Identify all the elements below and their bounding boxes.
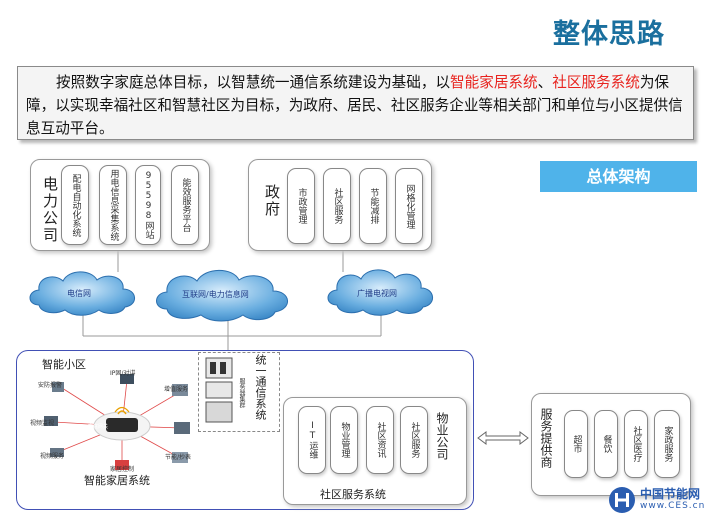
provider-item-label: 餐饮 [601, 435, 612, 453]
cloud-telecom [29, 271, 135, 316]
property-company-label: 物业公司 [435, 412, 449, 460]
community-service-box: IT运维 物业管理 社区资讯 社区服务 物业公司 社区服务系统 [283, 397, 467, 505]
architecture-badge: 总体架构 [540, 161, 697, 192]
community-item-label: IT运维 [307, 421, 318, 459]
page-title: 整体思路 [553, 19, 665, 50]
gov-item-label: 网格化管理 [404, 183, 415, 229]
service-provider-box: 服务提供商 超市 餐饮 社区医疗 家政服务 [531, 393, 691, 496]
gov-item-3: 网格化管理 [395, 168, 423, 244]
device-video-monitor: 视频监视 [30, 420, 55, 427]
device-security: 安防报警 [38, 382, 63, 389]
provider-item-label: 家政服务 [662, 426, 673, 462]
power-item-2: 95598网站 [135, 165, 161, 245]
watermark-url: www.CES.cn [640, 501, 706, 511]
smart-home-diagram [44, 374, 190, 470]
power-item-label: 能效服务平台 [180, 178, 191, 232]
gov-item-2: 节能减排 [359, 168, 387, 244]
power-item-label: 配电自动化系统 [70, 173, 81, 237]
intro-text-mid: 、 [537, 74, 553, 91]
cloud-internet [156, 269, 288, 322]
gov-item-0: 市政管理 [287, 168, 315, 244]
intro-text-pre: 按照数字家庭总体目标，以智慧统一通信系统建设为基础，以 [56, 74, 451, 91]
provider-item-1: 餐饮 [594, 410, 618, 478]
power-item-label: 用电信息采集系统 [108, 169, 119, 241]
hub-label: 家庭网关 [88, 424, 109, 430]
community-item-label: 社区资讯 [375, 422, 386, 458]
cloud-broadcast [327, 269, 433, 316]
intro-highlight-smart-home: 智能家居系统 [450, 74, 538, 91]
community-service-system-label: 社区服务系统 [320, 488, 386, 501]
power-item-label: 95598网站 [143, 171, 154, 239]
government-label: 政府 [263, 184, 281, 218]
server-icon [205, 357, 233, 423]
gov-item-label: 市政管理 [296, 188, 307, 224]
community-item-0: IT运维 [298, 406, 326, 474]
provider-item-2: 社区医疗 [624, 410, 648, 478]
community-item-3: 社区服务 [400, 406, 428, 474]
community-item-label: 物业管理 [339, 422, 350, 458]
power-company-label: 电力公司 [41, 176, 59, 244]
bidirectional-arrow [477, 431, 529, 445]
community-item-2: 社区资讯 [366, 406, 394, 474]
watermark-name: 中国节能网 [640, 487, 701, 501]
provider-item-0: 超市 [564, 410, 588, 478]
device-value-added: 增值服务 [164, 386, 189, 393]
government-box: 政府 市政管理 社区服务 节能减排 网格化管理 [248, 159, 432, 251]
unified-comm-label: 统一通信系统 [254, 354, 267, 420]
smart-community-title: 智能小区 [42, 358, 86, 371]
community-item-label: 社区服务 [409, 422, 420, 458]
community-item-1: 物业管理 [330, 406, 358, 474]
provider-item-3: 家政服务 [654, 410, 680, 478]
cloud-label-broadcast: 广播电视网 [357, 289, 397, 298]
intro-text-post: 为保障，以实现幸福社区和智慧社区为目标，为政府、居民、社区服务企业等相关部门和单… [26, 74, 683, 137]
power-item-1: 用电信息采集系统 [99, 165, 127, 245]
gov-item-label: 节能减排 [368, 188, 379, 224]
device-ip-phone: IP固/对讲 [110, 370, 136, 377]
provider-item-label: 社区医疗 [631, 426, 642, 462]
device-video-service: 视频服务 [40, 453, 65, 460]
service-provider-label: 服务提供商 [539, 408, 553, 468]
smart-home-system-label: 智能家居系统 [84, 474, 150, 487]
intro-highlight-community-service: 社区服务系统 [552, 74, 640, 91]
intro-text-box: 按照数字家庭总体目标，以智慧统一通信系统建设为基础，以智能家居系统、社区服务系统… [17, 66, 694, 140]
server-cluster-label: 服务器集群 [238, 378, 245, 408]
gov-item-1: 社区服务 [323, 168, 351, 244]
power-company-box: 电力公司 配电自动化系统 用电信息采集系统 95598网站 能效服务平台 [30, 159, 210, 251]
gov-item-label: 社区服务 [332, 188, 343, 224]
device-home-control: 家居控制 [110, 466, 135, 473]
device-energy-meter: 节能/抄表 [165, 454, 192, 461]
power-item-3: 能效服务平台 [171, 165, 199, 245]
power-item-0: 配电自动化系统 [61, 165, 89, 245]
cloud-label-internet: 互联网/电力信息网 [182, 290, 249, 299]
provider-item-label: 超市 [571, 435, 582, 453]
ces-logo-icon [609, 487, 635, 513]
cloud-label-telecom: 电信网 [67, 289, 91, 298]
